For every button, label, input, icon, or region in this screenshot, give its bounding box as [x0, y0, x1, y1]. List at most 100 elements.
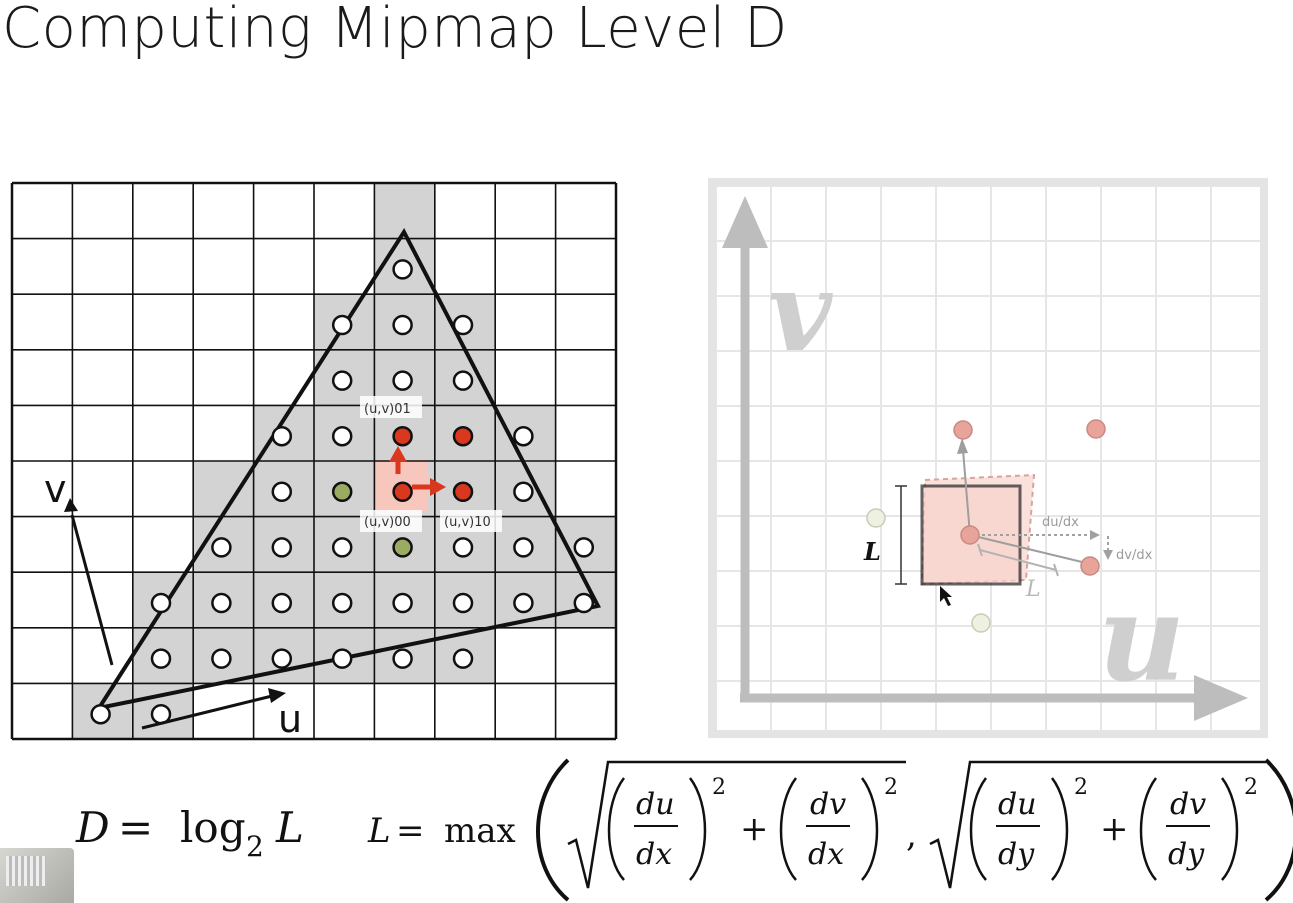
sample-point [513, 592, 534, 614]
texture-v-label: v [768, 247, 833, 376]
length-label-right: L [1025, 577, 1041, 602]
sample-point [513, 537, 534, 558]
mouse-cursor-icon [940, 586, 952, 606]
sqrt-2 [929, 760, 1266, 889]
texture-v-axis [722, 196, 768, 698]
sample-point [331, 537, 353, 558]
texture-space-diagram: v u L L du/dx dv/dx [708, 178, 1268, 738]
sample-point [331, 648, 353, 669]
sample-point-red [392, 425, 413, 447]
exp4: 2 [1244, 775, 1258, 800]
texture-sample-green-left [866, 508, 886, 528]
svg-text:(u,v)00: (u,v)00 [364, 515, 411, 530]
page-title: Computing Mipmap Level D [2, 0, 788, 61]
sample-point [150, 648, 172, 669]
presenter-thumbnail [0, 848, 74, 903]
sample-point [211, 592, 232, 614]
sample-point [513, 481, 534, 503]
texture-sample-dx [1080, 556, 1100, 576]
sample-point [452, 537, 474, 558]
sample-point [331, 592, 353, 614]
label-uv00: (u,v)00 [360, 510, 422, 532]
sample-point [392, 259, 413, 280]
frac3-num: du [998, 787, 1037, 822]
sample-point [271, 537, 293, 558]
sample-points [90, 259, 595, 725]
exp2: 2 [884, 775, 898, 800]
label-uv10: (u,v)10 [440, 510, 502, 532]
sample-point [271, 481, 293, 503]
exp1: 2 [712, 775, 726, 800]
sample-point [331, 425, 353, 447]
texture-u-label: u [1098, 568, 1185, 709]
frac2-num: dv [810, 787, 846, 822]
sample-point [271, 425, 293, 447]
outer-paren-left [536, 758, 570, 902]
texture-frame [708, 178, 1268, 738]
sample-point [392, 314, 413, 336]
sample-point [331, 314, 353, 336]
mipmap-level-formula: D = log 2 L L = max du dx 2 + dv dx 2 , … [75, 758, 1293, 902]
sample-point [211, 648, 232, 669]
u-axis-arrow [141, 688, 286, 730]
sample-point [90, 703, 111, 725]
covered-cell [193, 461, 254, 517]
derivative-arrows [389, 446, 446, 496]
svg-text:(u,v)10: (u,v)10 [444, 515, 491, 530]
exp3: 2 [1074, 775, 1088, 800]
formula-max: max [444, 811, 516, 851]
dvdx-label: dv/dx [1116, 548, 1153, 563]
formula-L-2: L [367, 811, 391, 851]
sample-point-green [392, 537, 413, 558]
sample-point [452, 370, 474, 391]
formula-D: D [75, 803, 110, 852]
outer-paren-right [1264, 758, 1293, 902]
formula-equals-2: = [396, 811, 425, 851]
sample-point [271, 648, 293, 669]
plus2: + [1100, 809, 1129, 849]
sample-point [392, 370, 413, 391]
v-axis-arrow [64, 498, 114, 666]
dvdx-dotted [1103, 536, 1113, 560]
sample-point-red [392, 481, 413, 503]
frac2-den: dx [808, 837, 844, 872]
frac1-num: du [636, 787, 675, 822]
formula-L-1: L [275, 803, 304, 852]
plus1: + [740, 809, 769, 849]
texture-sample-diag [1086, 419, 1106, 439]
sample-point [452, 648, 474, 669]
covered-pixel-cells [72, 183, 616, 739]
frac4-den: dy [1168, 837, 1205, 872]
svg-text:(u,v)01: (u,v)01 [364, 402, 411, 417]
sample-point [513, 425, 534, 447]
sample-point [452, 592, 474, 614]
comma: , [906, 815, 917, 855]
sample-point [211, 537, 232, 558]
u-axis-label: u [278, 697, 302, 741]
sample-point [392, 592, 413, 614]
formula-log-base: 2 [246, 830, 264, 863]
dudx-dotted [982, 530, 1100, 540]
length-bracket-right [977, 543, 1059, 577]
sample-point [271, 592, 293, 614]
dudx-label: du/dx [1042, 515, 1079, 530]
length-label-left: L [863, 537, 881, 566]
sample-point [452, 314, 474, 336]
screen-pixel-grid-diagram: (u,v)01 (u,v)00 (u,v)10 v u [10, 181, 618, 741]
formula-equals-1: = [118, 803, 153, 852]
sample-point [331, 370, 353, 391]
sample-point-green [331, 481, 353, 503]
texture-derivative-vectors [962, 449, 1083, 563]
texture-sample-center [960, 525, 980, 545]
sample-point [573, 537, 595, 558]
length-bracket-left [895, 485, 907, 585]
sample-point [573, 592, 595, 614]
frac4-num: dv [1170, 787, 1206, 822]
sample-point-red [452, 481, 474, 503]
texture-u-axis [740, 675, 1248, 721]
texture-sample-green-bottom [971, 613, 991, 633]
sqrt-1 [567, 760, 906, 889]
frac3-den: dy [998, 837, 1035, 872]
sample-point-red [452, 425, 474, 447]
v-axis-label: v [44, 467, 67, 511]
